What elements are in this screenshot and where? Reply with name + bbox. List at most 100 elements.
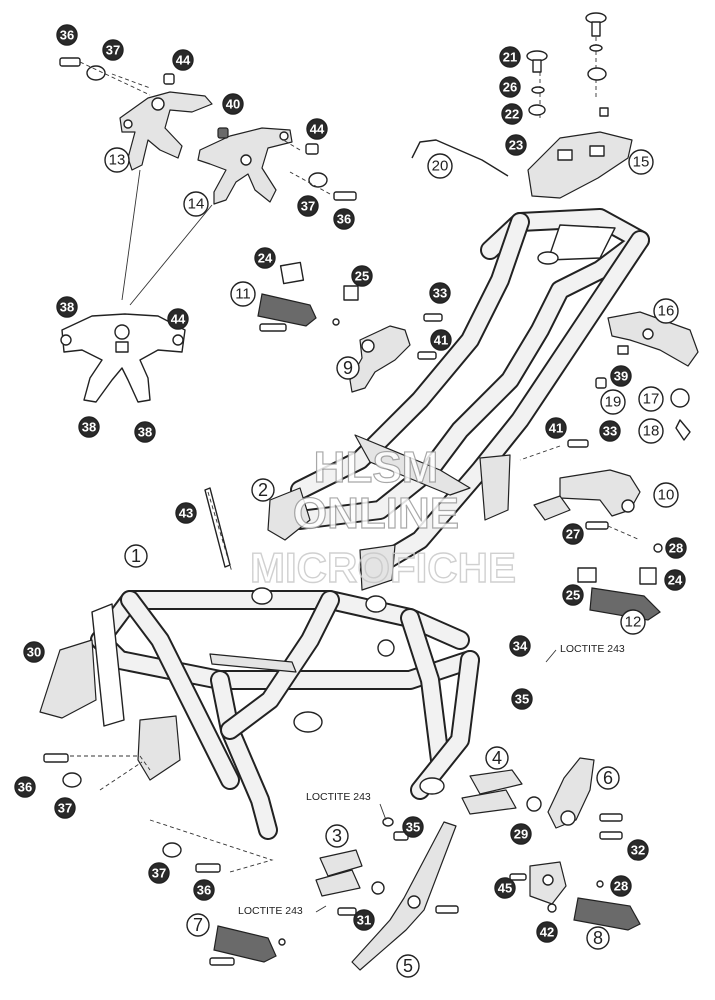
plate-38 [60,313,186,403]
loctite-note-center: LOCTITE 243 [306,791,371,803]
callout-6: 6 [596,766,620,790]
svg-text:37: 37 [301,199,315,214]
seat-plate-15 [526,12,633,199]
callout-20: 20 [427,153,453,179]
footpeg-8 [547,880,641,931]
callout-38c: 38 [134,421,156,443]
callout-44a: 44 [172,49,194,71]
bracket-14 [197,127,293,205]
callout-42: 42 [536,921,558,943]
svg-text:24: 24 [668,573,683,588]
svg-text:27: 27 [566,527,580,542]
bracket-3 [315,817,409,916]
bracket-45 [509,861,567,905]
loctite-leader-right [545,649,557,663]
svg-text:38: 38 [60,300,74,315]
svg-text:16: 16 [658,303,675,320]
callout-10: 10 [653,482,679,508]
callout-1: 1 [124,544,148,568]
callout-3: 3 [325,824,349,848]
svg-text:10: 10 [658,487,675,504]
nut-44-top [163,73,319,155]
svg-text:42: 42 [540,925,554,940]
svg-text:28: 28 [614,879,628,894]
svg-text:33: 33 [603,424,617,439]
svg-text:41: 41 [434,333,448,348]
loctite-note-right: LOCTITE 243 [560,643,625,655]
svg-text:14: 14 [188,196,205,213]
svg-text:37: 37 [152,866,166,881]
footpeg-12 [577,567,661,621]
svg-text:12: 12 [625,614,642,631]
callout-36c: 36 [14,776,36,798]
svg-text:44: 44 [310,122,325,137]
callout-38a: 38 [56,296,78,318]
svg-text:32: 32 [631,843,645,858]
callout-4: 4 [485,746,509,770]
callout-25a: 25 [351,265,373,287]
callout-12: 12 [620,609,646,635]
callout-37c: 37 [54,797,76,819]
svg-text:37: 37 [58,801,72,816]
callout-36a: 36 [56,24,78,46]
callout-33a: 33 [429,282,451,304]
callout-37b: 37 [297,195,319,217]
svg-text:6: 6 [603,768,613,788]
svg-text:30: 30 [27,645,41,660]
watermark: HLSM ONLINE MICROFICHE [249,442,516,591]
svg-text:20: 20 [432,158,449,175]
svg-text:33: 33 [433,286,447,301]
callout-22: 22 [501,103,523,125]
callout-29: 29 [510,823,532,845]
watermark-line3: MICROFICHE [250,544,516,591]
main-frame-1 [39,587,480,840]
callout-41a: 41 [430,329,452,351]
loctite-note-lower: LOCTITE 243 [238,905,303,917]
svg-text:44: 44 [176,53,191,68]
callout-13: 13 [104,147,130,173]
svg-text:36: 36 [337,212,351,227]
callout-8: 8 [586,926,610,950]
callout-35a: 35 [511,688,533,710]
callout-33b: 33 [599,420,621,442]
callout-44c: 44 [167,308,189,330]
svg-text:45: 45 [498,881,512,896]
callout-30: 30 [23,641,45,663]
svg-text:17: 17 [643,391,660,408]
svg-text:35: 35 [406,820,420,835]
callout-15: 15 [628,149,654,175]
svg-text:38: 38 [82,420,96,435]
callout-24b: 24 [664,569,686,591]
loctite-leader-center [379,803,387,821]
svg-text:22: 22 [505,107,519,122]
watermark-line2: ONLINE [293,489,459,538]
callout-35b: 35 [402,816,424,838]
callout-28a: 28 [665,537,687,559]
svg-text:40: 40 [226,97,240,112]
callout-41b: 41 [545,417,567,439]
svg-text:29: 29 [514,827,528,842]
callout-21: 21 [499,46,521,68]
subframe-2 [267,208,650,591]
svg-text:28: 28 [669,541,683,556]
callout-40: 40 [222,93,244,115]
svg-text:21: 21 [503,50,517,65]
callout-34: 34 [509,635,531,657]
callout-37d: 37 [148,862,170,884]
svg-text:5: 5 [403,956,413,976]
svg-text:3: 3 [332,826,342,846]
callout-39: 39 [610,365,632,387]
callout-36d: 36 [193,879,215,901]
svg-text:9: 9 [343,358,353,378]
svg-text:36: 36 [197,883,211,898]
svg-text:36: 36 [18,780,32,795]
callout-25b: 25 [562,584,584,606]
bracket-4 [461,769,542,815]
footpeg-7 [209,925,286,966]
footpeg-11 [257,261,359,332]
callout-24a: 24 [254,247,276,269]
svg-text:35: 35 [515,692,529,707]
callout-2: 2 [251,478,275,502]
callout-14: 14 [183,191,209,217]
